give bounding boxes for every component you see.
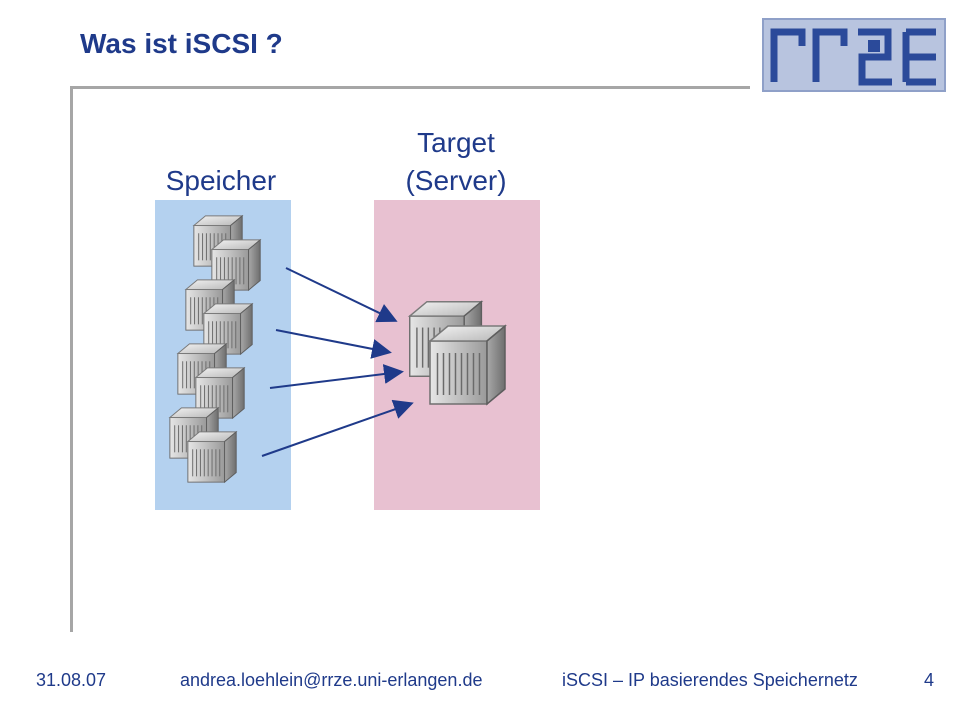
storage-server-group-4 (169, 407, 237, 483)
footer-date: 31.08.07 (36, 670, 107, 690)
title-rule-vertical (70, 86, 73, 632)
target-server-group (409, 301, 506, 405)
footer-page-number: 4 (924, 670, 935, 690)
slide-title: Was ist iSCSI ? (80, 28, 283, 59)
rrze-logo-graphic (770, 28, 936, 86)
title-rule-horizontal (70, 86, 750, 89)
arrow-2 (275, 329, 392, 359)
footer-subtitle: iSCSI – IP basierendes Speichernetz (562, 670, 858, 690)
arrow-1 (285, 267, 398, 323)
target-label-line2: (Server) (405, 165, 507, 196)
storage-server-group-2 (185, 279, 253, 355)
storage-server-group-1 (193, 215, 261, 291)
target-label-line1: Target (417, 127, 495, 158)
footer-email: andrea.loehlein@rrze.uni-erlangen.de (180, 670, 483, 690)
storage-label: Speicher (165, 165, 277, 196)
arrow-4 (261, 399, 414, 457)
server-rack-icon (187, 431, 237, 483)
rrze-logo (762, 18, 946, 92)
server-rack-icon (429, 325, 506, 405)
arrow-3 (269, 364, 404, 389)
storage-server-group-3 (177, 343, 245, 419)
